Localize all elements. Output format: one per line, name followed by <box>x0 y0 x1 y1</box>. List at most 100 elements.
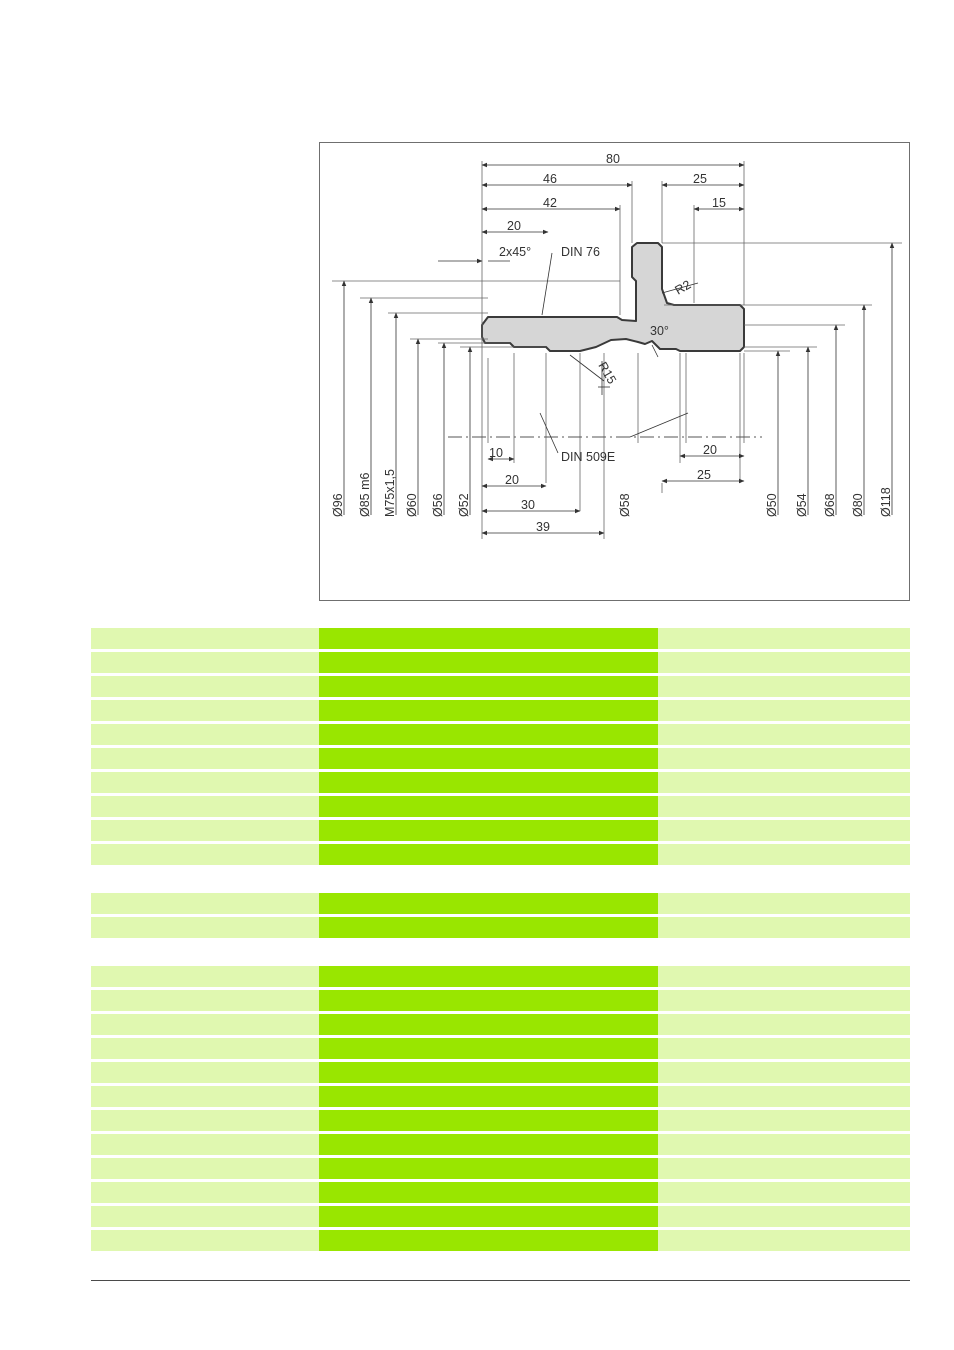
table-cell <box>91 1206 319 1227</box>
table-cell <box>658 676 910 697</box>
dim-10: 10 <box>489 446 503 460</box>
table-cell <box>658 1038 910 1059</box>
table-cell <box>658 820 910 841</box>
table-cell <box>658 724 910 745</box>
part-profile <box>481 242 745 352</box>
technical-drawing-frame: 80 46 42 25 20 15 10 20 30 39 20 25 2x45… <box>319 142 910 601</box>
table-cell <box>658 796 910 817</box>
table-cell <box>319 724 658 745</box>
table-cell <box>91 1038 319 1059</box>
table-row <box>91 772 910 793</box>
dim-30: 30 <box>521 498 535 512</box>
table-cell <box>319 700 658 721</box>
dia-96: Ø96 <box>331 493 345 517</box>
table-cell <box>319 1158 658 1179</box>
table-cell <box>319 748 658 769</box>
table-cell <box>91 796 319 817</box>
table-cell <box>658 1110 910 1131</box>
dia-54: Ø54 <box>795 493 809 517</box>
table-cell <box>658 1158 910 1179</box>
dim-42: 42 <box>543 196 557 210</box>
dim-25-top: 25 <box>693 172 707 186</box>
dim-39: 39 <box>536 520 550 534</box>
table-row <box>91 1086 910 1107</box>
table-group-1 <box>91 628 910 868</box>
table-cell <box>91 917 319 938</box>
table-cell <box>319 796 658 817</box>
table-cell <box>91 990 319 1011</box>
table-cell <box>658 1206 910 1227</box>
table-cell <box>319 820 658 841</box>
table-row <box>91 700 910 721</box>
table-group-3 <box>91 966 910 1254</box>
table-cell <box>91 1062 319 1083</box>
table-cell <box>319 893 658 914</box>
table-cell <box>319 1182 658 1203</box>
table-cell <box>658 628 910 649</box>
dia-118: Ø118 <box>879 487 893 517</box>
table-cell <box>319 1014 658 1035</box>
table-row <box>91 1110 910 1131</box>
chamfer-label: 2x45° <box>499 245 531 259</box>
table-row <box>91 796 910 817</box>
table-row <box>91 1062 910 1083</box>
table-cell <box>658 990 910 1011</box>
table-row <box>91 1134 910 1155</box>
table-row <box>91 966 910 987</box>
table-cell <box>658 1182 910 1203</box>
thread-m75: M75x1,5 <box>383 469 397 517</box>
table-cell <box>91 1182 319 1203</box>
table-cell <box>91 724 319 745</box>
table-cell <box>91 676 319 697</box>
table-cell <box>319 1110 658 1131</box>
dim-15: 15 <box>712 196 726 210</box>
dim-25-right: 25 <box>697 468 711 482</box>
table-cell <box>91 748 319 769</box>
din509e-label: DIN 509E <box>561 450 615 464</box>
table-cell <box>658 917 910 938</box>
table-row <box>91 1206 910 1227</box>
table-row <box>91 628 910 649</box>
table-cell <box>319 844 658 865</box>
table-cell <box>658 966 910 987</box>
dia-85-m6: Ø85 m6 <box>358 472 372 517</box>
footer-rule <box>91 1280 910 1281</box>
table-row <box>91 990 910 1011</box>
table-cell <box>658 772 910 793</box>
dim-20-right: 20 <box>703 443 717 457</box>
dim-20-bottom: 20 <box>505 473 519 487</box>
table-cell <box>91 1110 319 1131</box>
table-group-2 <box>91 893 910 941</box>
table-row <box>91 893 910 914</box>
table-cell <box>658 1086 910 1107</box>
table-cell <box>91 628 319 649</box>
table-row <box>91 1158 910 1179</box>
r2-label: R2 <box>673 277 694 297</box>
table-row <box>91 844 910 865</box>
table-cell <box>319 1062 658 1083</box>
turned-part-drawing: 80 46 42 25 20 15 10 20 30 39 20 25 2x45… <box>331 152 902 539</box>
table-cell <box>91 652 319 673</box>
table-cell <box>319 1086 658 1107</box>
table-cell <box>319 628 658 649</box>
table-cell <box>91 1086 319 1107</box>
table-cell <box>91 820 319 841</box>
table-cell <box>658 1134 910 1155</box>
table-cell <box>91 772 319 793</box>
dia-56: Ø56 <box>431 493 445 517</box>
table-cell <box>319 1134 658 1155</box>
dim-20-top: 20 <box>507 219 521 233</box>
table-cell <box>319 990 658 1011</box>
table-cell <box>319 966 658 987</box>
dim-80: 80 <box>606 152 620 166</box>
table-cell <box>658 652 910 673</box>
table-row <box>91 676 910 697</box>
table-cell <box>658 844 910 865</box>
table-cell <box>91 893 319 914</box>
dia-68: Ø68 <box>823 493 837 517</box>
table-cell <box>319 1206 658 1227</box>
table-cell <box>319 1230 658 1251</box>
table-cell <box>319 917 658 938</box>
din76-label: DIN 76 <box>561 245 600 259</box>
table-cell <box>91 1230 319 1251</box>
